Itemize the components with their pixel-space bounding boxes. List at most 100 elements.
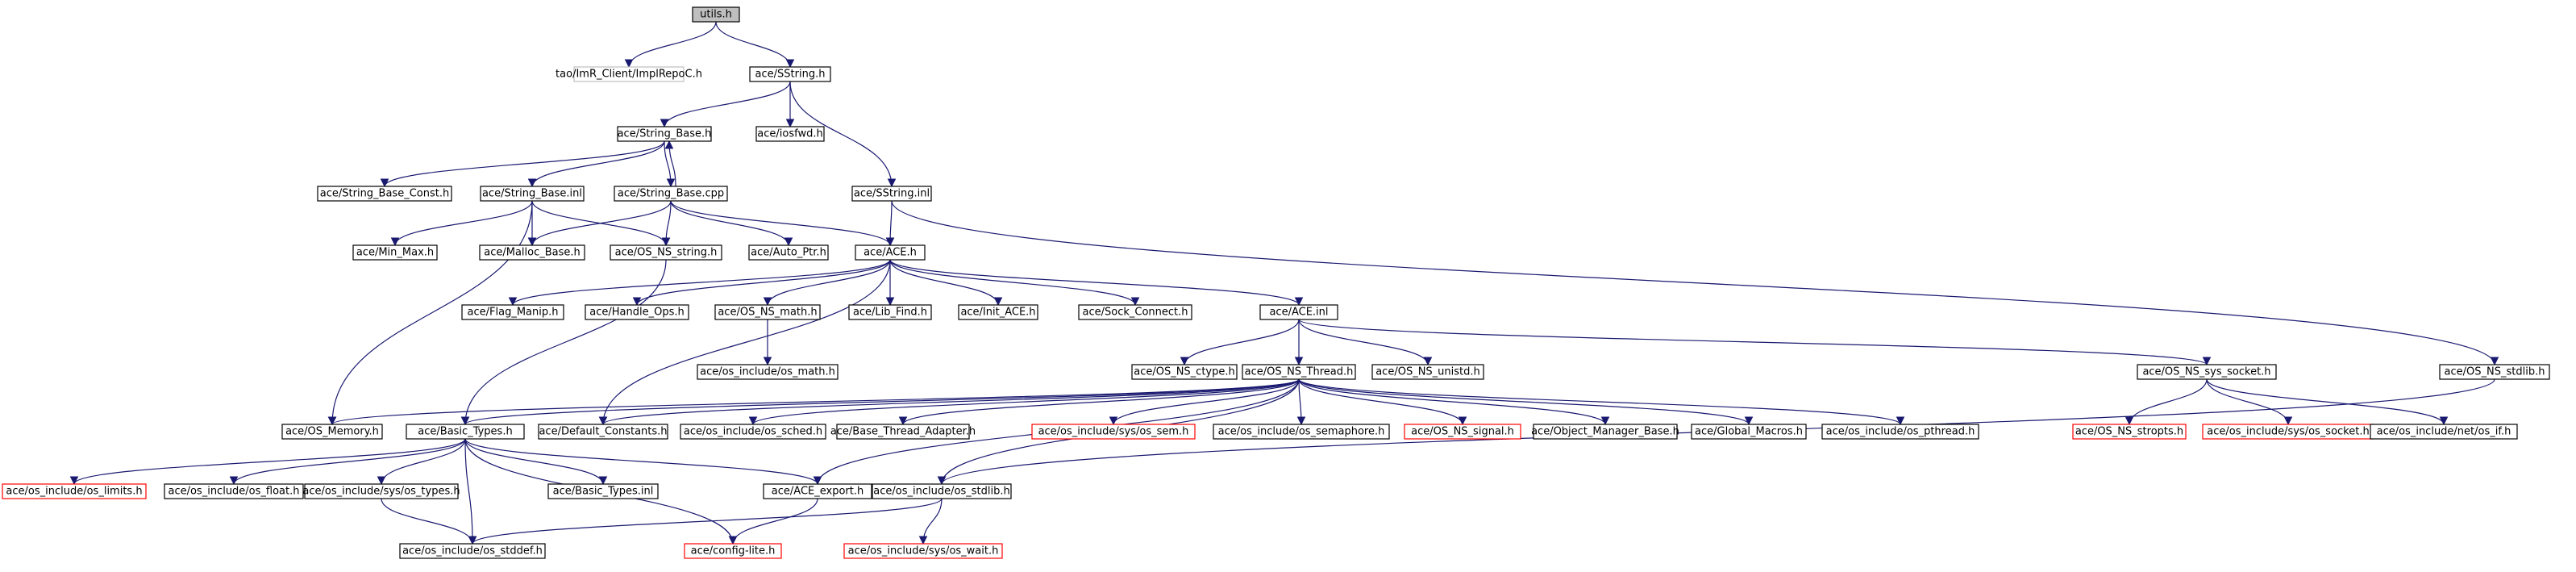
node-os-float[interactable]: ace/os_include/os_float.h	[164, 483, 304, 499]
node-os-limits[interactable]: ace/os_include/os_limits.h	[2, 483, 147, 499]
node-min-max[interactable]: ace/Min_Max.h	[352, 244, 438, 261]
node-os-ns-ctype[interactable]: ace/OS_NS_ctype.h	[1131, 364, 1238, 380]
edge-utils-to-implrepo	[624, 21, 717, 69]
edge-os_ns_thread-to-os_memory	[328, 378, 1300, 426]
node-label: ace/os_include/os_semaphore.h	[1218, 426, 1385, 438]
node-label: ace/Auto_Ptr.h	[751, 247, 826, 259]
edge-sb_cpp-to-auto_ptr	[670, 200, 793, 247]
node-box	[399, 543, 546, 559]
node-os-pthread[interactable]: ace/os_include/os_pthread.h	[1821, 424, 1979, 440]
node-label: ace/ACE.inl	[1269, 307, 1328, 319]
node-basic-types[interactable]: ace/Basic_Types.h	[406, 424, 525, 440]
edge-os_ns_thread-to-object_manager_base	[1298, 378, 1610, 426]
node-label: ace/iosfwd.h	[757, 128, 822, 140]
node-flag-manip[interactable]: ace/Flag_Manip.h	[461, 304, 564, 320]
node-implrepo[interactable]: tao/ImR_Client/ImplRepoC.h	[556, 66, 702, 82]
node-os-ns-sys-socket[interactable]: ace/OS_NS_sys_socket.h	[2137, 364, 2277, 380]
node-box	[1078, 304, 1192, 320]
node-utils[interactable]: utils.h	[692, 6, 740, 23]
edge-os_ns_sys_socket-to-sys_os_socket	[2206, 378, 2293, 426]
edge-os_ns_thread-to-os_sched	[748, 378, 1300, 426]
node-sys-os-socket[interactable]: ace/os_include/sys/os_socket.h	[2202, 424, 2374, 440]
node-os-stddef[interactable]: ace/os_include/os_stddef.h	[399, 543, 546, 559]
node-iosfwd[interactable]: ace/iosfwd.h	[755, 126, 825, 142]
node-init-ace[interactable]: ace/Init_ACE.h	[958, 304, 1038, 320]
node-default-constants[interactable]: ace/Default_Constants.h	[538, 424, 668, 440]
node-box	[164, 483, 304, 499]
node-box	[352, 244, 438, 261]
node-box	[1213, 424, 1390, 440]
node-label: ace/Init_ACE.h	[960, 307, 1035, 319]
node-sys-os-wait[interactable]: ace/os_include/sys/os_wait.h	[843, 543, 1003, 559]
edge-ace_h-to-flag_manip	[508, 259, 891, 307]
node-global-macros[interactable]: ace/Global_Macros.h	[1691, 424, 1807, 440]
node-sock-connect[interactable]: ace/Sock_Connect.h	[1078, 304, 1192, 320]
node-sb-inl[interactable]: ace/String_Base.inl	[480, 186, 585, 202]
node-sstring-inl[interactable]: ace/SString.inl	[851, 186, 932, 202]
node-object-manager-base[interactable]: ace/Object_Manager_Base.h	[1531, 424, 1679, 440]
node-os-semaphore[interactable]: ace/os_include/os_semaphore.h	[1213, 424, 1390, 440]
node-sys-os-types[interactable]: ace/os_include/sys/os_types.h	[302, 483, 460, 499]
edge-os_ns_string-to-basic_types	[460, 259, 667, 426]
edge-sb_cpp-to-ace_h	[670, 200, 895, 247]
node-net-os-if[interactable]: ace/os_include/net/os_if.h	[2370, 424, 2518, 440]
node-os-stdlib[interactable]: ace/os_include/os_stdlib.h	[872, 483, 1012, 499]
node-box	[855, 244, 926, 261]
node-box	[304, 483, 459, 499]
node-ace-h[interactable]: ace/ACE.h	[855, 244, 926, 261]
edge-ace_h-to-os_ns_math	[763, 259, 891, 307]
node-label: ace/os_include/os_sched.h	[684, 426, 822, 438]
node-label: ace/os_include/net/os_if.h	[2377, 426, 2511, 438]
node-base-thread-adapter[interactable]: ace/Base_Thread_Adapter.h	[830, 424, 976, 440]
node-label: ace/Lib_Find.h	[853, 307, 927, 319]
edge-sb_inl-to-os_memory	[327, 200, 533, 426]
node-box	[1821, 424, 1979, 440]
edge-os_ns_thread-to-default_constants	[598, 378, 1300, 426]
node-label: ace/OS_NS_stropts.h	[2075, 426, 2183, 438]
node-malloc-base[interactable]: ace/Malloc_Base.h	[479, 244, 585, 261]
node-os-ns-stdlib[interactable]: ace/OS_NS_stdlib.h	[2439, 364, 2550, 380]
node-config-lite[interactable]: ace/config-lite.h	[684, 543, 782, 559]
node-box	[547, 483, 659, 499]
node-ace-export[interactable]: ace/ACE_export.h	[763, 483, 872, 499]
node-auto-ptr[interactable]: ace/Auto_Ptr.h	[748, 244, 829, 261]
node-os-ns-thread[interactable]: ace/OS_NS_Thread.h	[1242, 364, 1356, 380]
node-os-math[interactable]: ace/os_include/os_math.h	[697, 364, 839, 380]
node-label: tao/ImR_Client/ImplRepoC.h	[556, 69, 702, 81]
node-handle-ops[interactable]: ace/Handle_Ops.h	[585, 304, 689, 320]
node-os-ns-unistd[interactable]: ace/OS_NS_unistd.h	[1371, 364, 1484, 380]
node-lib-find[interactable]: ace/Lib_Find.h	[848, 304, 932, 320]
edge-ace_h-to-sock_connect	[889, 259, 1140, 307]
node-sb-const[interactable]: ace/String_Base_Const.h	[317, 186, 452, 202]
node-box	[1031, 424, 1196, 440]
node-os-ns-stropts[interactable]: ace/OS_NS_stropts.h	[2072, 424, 2187, 440]
node-sstring[interactable]: ace/SString.h	[749, 66, 831, 82]
node-os-sched[interactable]: ace/os_include/os_sched.h	[680, 424, 826, 440]
node-box	[843, 543, 1003, 559]
node-label: ace/os_include/sys/os_wait.h	[848, 545, 999, 557]
node-label: ace/Default_Constants.h	[539, 426, 667, 438]
node-os-ns-string[interactable]: ace/OS_NS_string.h	[610, 244, 722, 261]
node-string-base[interactable]: ace/String_Base.h	[617, 126, 712, 142]
edge-ace_inl-to-os_ns_unistd	[1298, 319, 1433, 366]
node-box	[697, 364, 839, 380]
node-basic-types-inl[interactable]: ace/Basic_Types.inl	[547, 483, 659, 499]
node-box	[317, 186, 452, 202]
node-box	[614, 186, 728, 202]
node-ace-inl[interactable]: ace/ACE.inl	[1259, 304, 1338, 320]
edge-ace_h-to-handle_ops	[632, 259, 891, 307]
nodes-layer: utils.h tao/ImR_Client/ImplRepoC.h ace/SSt…	[2, 6, 2550, 559]
edge-ace_inl-to-os_ns_sys_socket	[1298, 319, 2212, 366]
node-os-ns-math[interactable]: ace/OS_NS_math.h	[714, 304, 821, 320]
node-label: ace/String_Base.inl	[482, 188, 582, 200]
node-os-ns-signal[interactable]: ace/OS_NS_signal.h	[1404, 424, 1521, 440]
edge-sstring_inl-to-ace_h	[885, 200, 895, 247]
node-sys-os-sem[interactable]: ace/os_include/sys/os_sem.h	[1031, 424, 1196, 440]
node-os-memory[interactable]: ace/OS_Memory.h	[281, 424, 383, 440]
node-label: ace/os_include/os_stddef.h	[402, 545, 543, 557]
node-box	[2137, 364, 2277, 380]
edge-basic_types-to-sys_os_types	[377, 438, 466, 486]
node-box	[610, 244, 722, 261]
node-box	[1533, 424, 1678, 440]
node-sb-cpp[interactable]: ace/String_Base.cpp	[614, 186, 728, 202]
